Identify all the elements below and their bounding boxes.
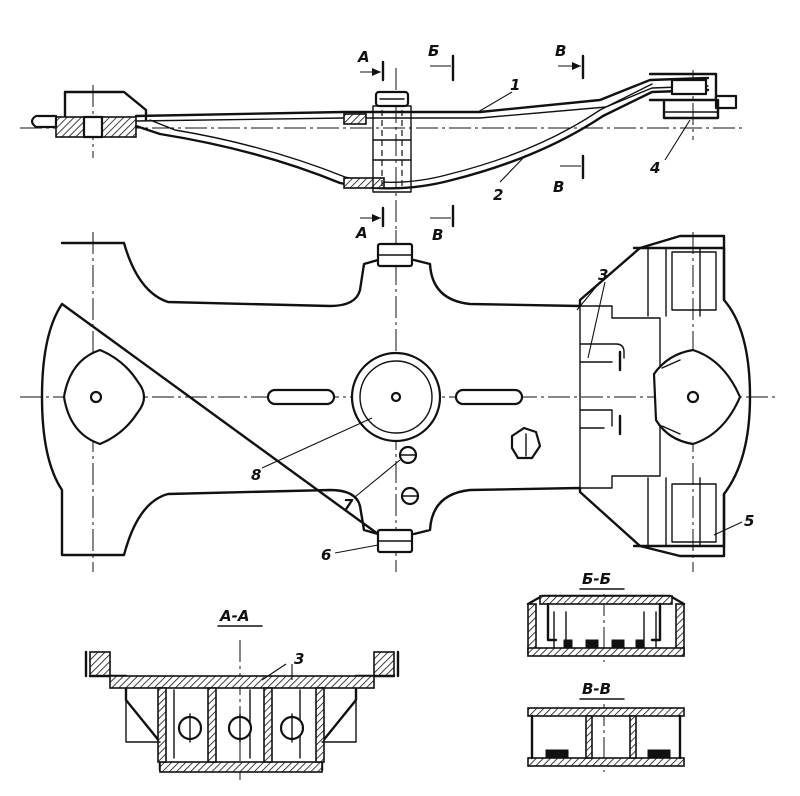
callout-7: 7 (343, 496, 354, 514)
section-a-a-top-plate (109, 675, 375, 689)
callout-6: 6 (321, 546, 331, 564)
section-title-a-a: А-А (219, 607, 249, 625)
right-end-box (648, 72, 718, 102)
section-mark-v-top: В (555, 42, 585, 80)
section-label-v-plan: В (432, 226, 443, 244)
callout-3-plan: 3 (598, 266, 608, 284)
section-mark-a-plan: A (355, 206, 385, 242)
callout-3-section: 3 (294, 650, 304, 668)
side-view: A Б В В 1 2 4 (20, 42, 745, 230)
bottom-sheet (134, 88, 710, 190)
right-slot (454, 388, 524, 406)
center-pivot-column (372, 105, 412, 193)
callout-8: 8 (251, 466, 261, 484)
left-slot (266, 388, 336, 406)
section-mark-a-top: A (357, 48, 385, 82)
section-v-v: В-В (527, 680, 685, 772)
left-end-nose (30, 114, 58, 129)
section-mark-v-plan: В (430, 204, 455, 244)
callout-1: 1 (510, 76, 520, 94)
section-b-b: Б-Б (526, 570, 686, 662)
left-end-boss (62, 348, 146, 446)
plan-view: A В 3 5 6 7 8 (20, 204, 775, 572)
callout-5: 5 (744, 512, 754, 530)
section-title-v-v: В-В (582, 680, 611, 698)
section-label-v-mid: В (553, 178, 564, 196)
center-bearing-inner (359, 360, 433, 434)
section-a-a-bottom-plate (159, 761, 323, 773)
callout-4: 4 (649, 159, 660, 177)
section-label-a-top: A (357, 48, 370, 66)
plan-view-outline (40, 234, 752, 558)
section-title-b-b: Б-Б (582, 570, 611, 588)
section-mark-v-mid: В (553, 154, 585, 196)
top-sheet (134, 76, 710, 118)
section-a-a: А-А 3 (84, 607, 400, 780)
section-label-a-plan: A (355, 224, 368, 242)
section-mark-b-top: Б (428, 42, 455, 82)
section-label-v-top: В (555, 42, 566, 60)
callout-2: 2 (493, 186, 503, 204)
section-label-b-top: Б (428, 42, 439, 60)
